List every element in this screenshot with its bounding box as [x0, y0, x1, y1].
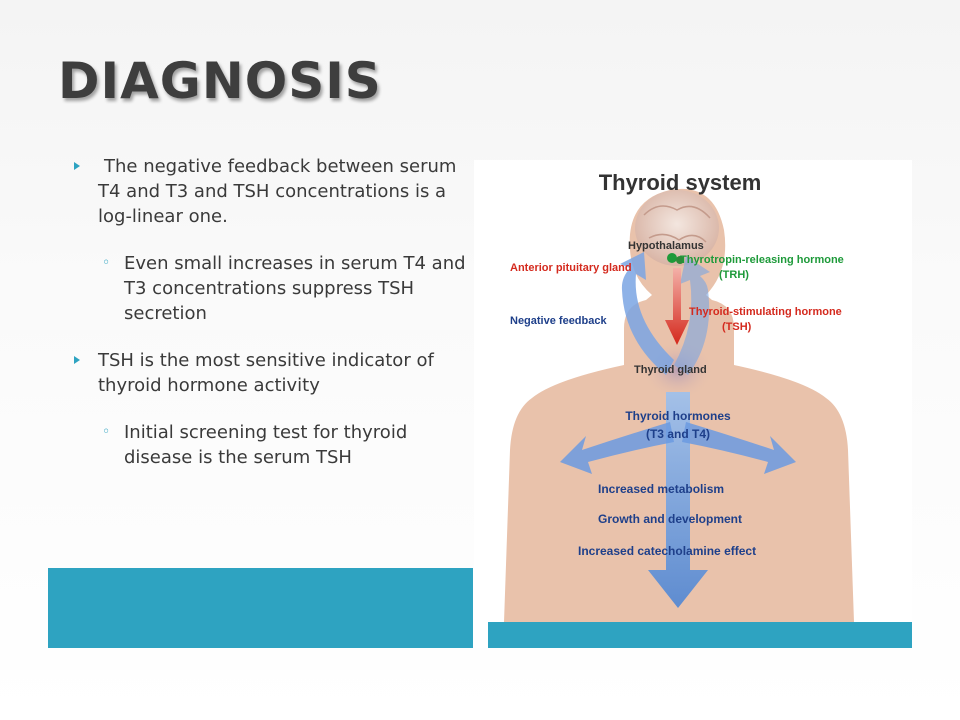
sub-bullet-text: Initial screening test for thyroid disea…	[124, 422, 408, 468]
label-growth-development: Growth and development	[598, 512, 742, 526]
slide-title: DIAGNOSIS	[58, 52, 382, 110]
sub-bullet-item: ◦ Even small increases in serum T4 and T…	[74, 251, 474, 326]
bullet-text: TSH is the most sensitive indicator of t…	[98, 350, 434, 396]
bullet-item: The negative feedback between serum T4 a…	[74, 154, 474, 229]
label-thyroid-hormones: Thyroid hormones	[625, 409, 731, 423]
label-hypothalamus: Hypothalamus	[628, 240, 704, 252]
bullet-list: The negative feedback between serum T4 a…	[74, 150, 474, 470]
hormone-arrow-left	[560, 422, 674, 474]
bullet-arrow-icon	[74, 162, 80, 170]
diagram-title: Thyroid system	[599, 170, 762, 195]
sub-bullet-text: Even small increases in serum T4 and T3 …	[124, 253, 466, 324]
label-increased-metabolism: Increased metabolism	[598, 482, 724, 496]
thyroid-diagram-svg: Thyroid system Hypothalamus Anterior pit…	[504, 170, 854, 622]
feedback-arrow-right	[674, 256, 710, 375]
label-trh-abbrev: (TRH)	[719, 269, 749, 281]
circle-bullet-icon: ◦	[102, 424, 111, 440]
label-trh: Thyrotropin-releasing hormone	[680, 254, 844, 266]
label-thyroid-gland: Thyroid gland	[634, 364, 707, 376]
bullet-arrow-icon	[74, 356, 80, 364]
label-tsh: Thyroid-stimulating hormone	[689, 306, 842, 318]
label-negative-feedback: Negative feedback	[510, 315, 607, 327]
label-anterior-pituitary: Anterior pituitary gland	[510, 262, 632, 274]
bullet-item: TSH is the most sensitive indicator of t…	[74, 348, 474, 398]
thyroid-system-diagram: Thyroid system Hypothalamus Anterior pit…	[474, 160, 912, 622]
label-t3-t4: (T3 and T4)	[646, 427, 710, 441]
sub-bullet-item: ◦ Initial screening test for thyroid dis…	[74, 420, 474, 470]
feedback-arrow-left	[620, 252, 674, 375]
tsh-arrow-icon	[665, 268, 689, 345]
label-catecholamine-effect: Increased catecholamine effect	[578, 544, 756, 558]
label-tsh-abbrev: (TSH)	[722, 321, 752, 333]
hormone-arrow-right	[682, 422, 796, 474]
bullet-text: The negative feedback between serum T4 a…	[98, 156, 457, 227]
hormone-arrow-down	[648, 392, 708, 608]
circle-bullet-icon: ◦	[102, 255, 111, 271]
